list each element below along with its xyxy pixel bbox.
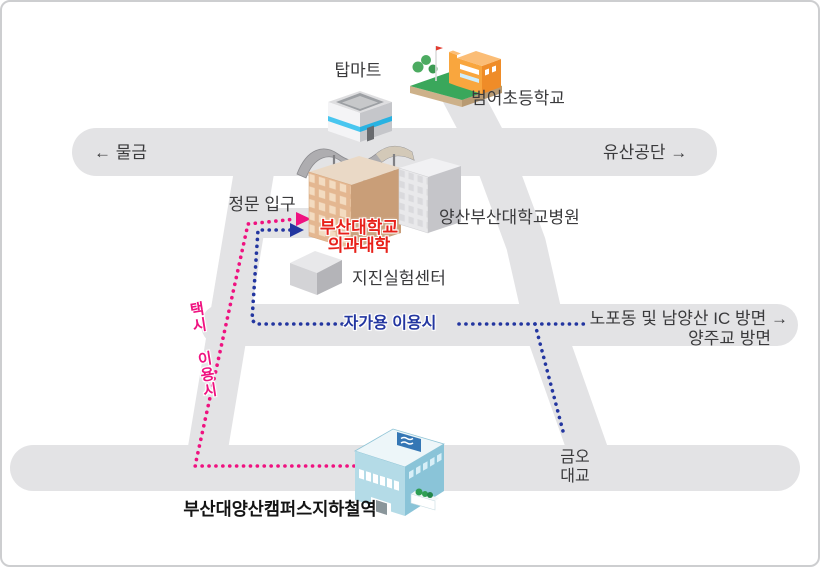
station-planter-front: [410, 493, 436, 511]
place-label-hospital: 양산부산대학교병원: [439, 208, 580, 227]
road-label-mulgeum: ← 물금: [94, 143, 148, 162]
station-front-window: [387, 477, 392, 489]
med-school-label-line2: 의과대학: [327, 236, 391, 255]
place-label-earthquake-center: 지진실험센터: [352, 269, 446, 288]
place-label-med-school: 부산대학교 의과대학: [302, 219, 416, 255]
tree-icon: [412, 61, 424, 73]
route-label-car: 자가용 이용시: [343, 315, 437, 332]
station-front-window: [380, 475, 385, 487]
topmart-building: [328, 91, 392, 142]
school-side: [482, 59, 501, 94]
topmart-roof-floor: [342, 96, 378, 109]
station-side-window: [409, 469, 414, 479]
station-front-window: [366, 471, 371, 482]
topmart-front-band: [328, 116, 360, 132]
school-tower-roof: [449, 50, 461, 55]
school-side-window-1: [485, 68, 489, 76]
road-label-nopo: 노포동 및 남양산 IC 방면 → 양주교 방면: [560, 309, 788, 349]
tree-icon: [421, 55, 431, 65]
school-tower: [449, 52, 457, 86]
car-route-line-west: [250, 228, 345, 326]
flag-icon: [436, 46, 443, 51]
geumo-label-line2: 대교: [560, 468, 590, 485]
school-side-window-2: [492, 65, 496, 73]
road-label-geumo-bridge: 금오 대교: [552, 448, 598, 486]
school-roof: [457, 51, 501, 66]
station-front-window: [373, 473, 378, 485]
car-route: [250, 223, 587, 437]
station-building: [354, 428, 445, 516]
station-entrance-inner: [376, 500, 387, 515]
nopo-label-line2: 양주교 방면: [688, 329, 771, 348]
earthquake-center-building: [290, 251, 342, 295]
med-school-side: [351, 168, 401, 249]
school-building: [410, 46, 502, 107]
quake-side: [317, 260, 342, 295]
quake-roof: [290, 251, 342, 273]
station-side-window: [430, 457, 435, 467]
hospital-building: [398, 158, 461, 234]
nopo-label-line1: 노포동 및 남양산 IC 방면 →: [589, 309, 788, 328]
place-label-gate: 정문 입구: [228, 195, 296, 214]
school-window-band-2: [460, 73, 479, 83]
taxi-route-line: [193, 217, 356, 468]
car-route-arrow-icon: [290, 223, 304, 237]
place-label-station: 부산대양산캠퍼스지하철역: [183, 499, 377, 519]
station-side-window: [416, 465, 421, 475]
taxi-route: [193, 212, 356, 468]
med-school-label-line1: 부산대학교: [319, 218, 399, 237]
topmart-door: [367, 125, 374, 142]
bush-icon: [427, 492, 433, 498]
school-base-side: [462, 86, 502, 107]
station-side-window: [437, 452, 442, 463]
bush-icon: [422, 491, 428, 497]
hospital-roof: [399, 158, 461, 177]
hospital-side: [428, 166, 461, 233]
car-route-branch-geumo: [533, 322, 566, 437]
taxi-route-arrow-icon: [296, 212, 311, 226]
place-label-school: 범어초등학교: [471, 89, 565, 108]
quake-front: [290, 263, 317, 295]
station-sign-wave-icon: [400, 441, 414, 445]
geumo-label-line1: 금오: [560, 449, 590, 466]
station-sign-wave-icon: [400, 436, 414, 441]
bush-icon: [415, 488, 423, 496]
station-side-window: [423, 461, 428, 471]
school-window-band-1: [460, 64, 479, 75]
school-base-front: [410, 86, 462, 107]
med-school-roof: [309, 156, 401, 185]
station-front-window: [394, 480, 399, 491]
station-front-window: [359, 469, 364, 480]
place-label-topmart: 탑마트: [334, 61, 382, 80]
med-school-building: [296, 145, 415, 250]
road-label-yusan: 유산공단 →: [603, 143, 688, 162]
